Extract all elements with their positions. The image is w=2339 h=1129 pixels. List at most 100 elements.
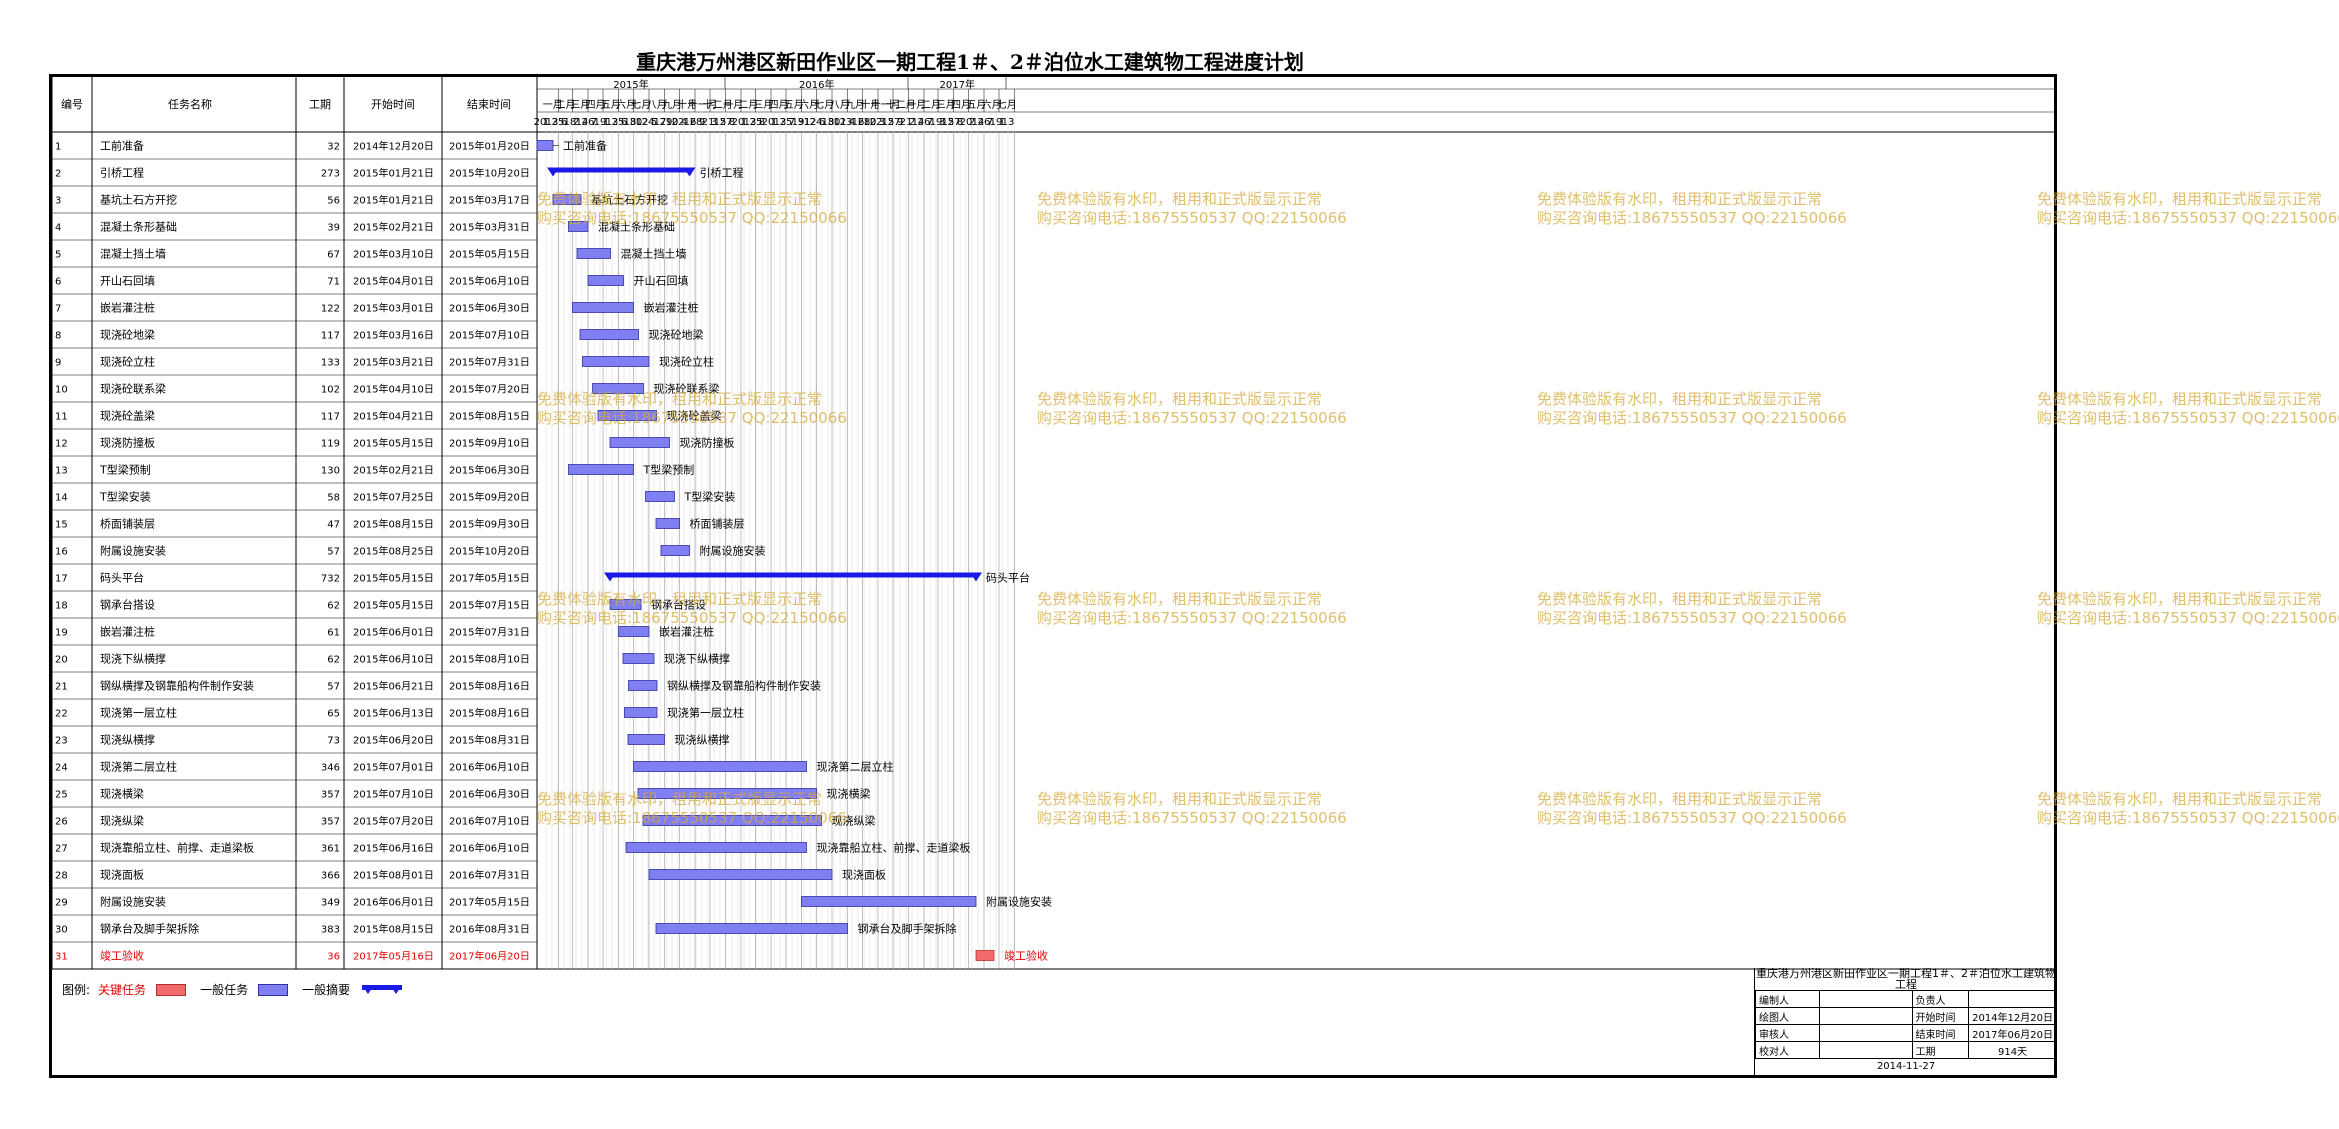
task-duration: 117	[321, 412, 340, 423]
day-label: 14	[912, 117, 925, 128]
bar-label: T型梁安装	[684, 490, 736, 504]
day-label: 19	[594, 117, 607, 128]
info-value-reviewer	[1818, 1024, 1913, 1042]
task-bar	[648, 869, 833, 880]
day-label: 19	[990, 117, 1003, 128]
task-name: 钢纵横撑及钢靠船构件制作安装	[100, 679, 254, 693]
task-end: 2015年08月10日	[449, 653, 530, 666]
day-label: 6	[819, 117, 825, 128]
month-label: 七月	[997, 99, 1017, 111]
task-end: 2017年05月15日	[449, 896, 530, 909]
month-label: 六月	[982, 99, 1002, 111]
day-label: 8	[729, 117, 735, 128]
task-bar	[609, 599, 642, 610]
task-bar	[579, 329, 639, 340]
task-start: 2015年08月15日	[353, 923, 434, 936]
month-label: 九月	[662, 99, 682, 111]
task-start: 2015年08月15日	[353, 518, 434, 531]
task-duration: 119	[321, 439, 340, 450]
summary-bar	[553, 167, 690, 173]
day-label: 1	[603, 117, 609, 128]
month-label: 五月	[966, 99, 986, 111]
month-label: 七月	[631, 99, 651, 111]
task-bar	[552, 194, 582, 205]
task-name: 钢承台及脚手架拆除	[100, 922, 199, 936]
day-label: 4	[849, 117, 855, 128]
task-bar	[637, 788, 817, 799]
task-duration: 117	[321, 331, 340, 342]
month-label: 四月	[951, 99, 971, 111]
bar-label: T型梁预制	[643, 463, 695, 477]
task-start: 2015年03月10日	[353, 248, 434, 261]
task-bar	[628, 680, 658, 691]
task-name: 工前准备	[100, 139, 144, 153]
task-duration: 361	[321, 844, 340, 855]
task-id: 13	[55, 466, 68, 477]
day-label: 18	[564, 117, 577, 128]
task-id: 1	[55, 142, 61, 153]
task-end: 2015年07月10日	[449, 329, 530, 342]
task-duration: 349	[321, 898, 340, 909]
day-label: 21	[900, 117, 913, 128]
task-start: 2015年05月15日	[353, 437, 434, 450]
day-label: 1	[741, 117, 747, 128]
day-label: 7	[987, 117, 993, 128]
task-id: 15	[55, 520, 68, 531]
day-label: 2	[909, 117, 915, 128]
legend: 图例: 关键任务 一般任务 一般摘要	[62, 981, 404, 998]
task-bar	[597, 410, 657, 421]
info-value-compiler	[1818, 990, 1913, 1008]
task-bar	[568, 221, 589, 232]
task-end: 2015年08月31日	[449, 734, 530, 747]
task-duration: 273	[321, 169, 340, 180]
task-name: 竣工验收	[100, 949, 144, 963]
task-duration: 71	[327, 277, 340, 288]
task-end: 2015年08月16日	[449, 680, 530, 693]
day-label: 15	[714, 117, 727, 128]
task-id: 7	[55, 304, 61, 315]
task-id: 11	[55, 412, 68, 423]
task-name: 现浇第二层立柱	[100, 760, 177, 774]
day-label: 23	[840, 117, 853, 128]
day-label: 29	[660, 117, 673, 128]
task-name: 引桥工程	[100, 166, 144, 180]
task-start: 2015年04月01日	[353, 275, 434, 288]
task-start: 2014年12月20日	[353, 140, 434, 153]
task-end: 2017年06月20日	[449, 950, 530, 963]
task-name: 混凝土挡土墙	[100, 247, 166, 261]
task-id: 3	[55, 196, 61, 207]
task-start: 2015年07月10日	[353, 788, 434, 801]
task-end: 2015年06月30日	[449, 464, 530, 477]
bar-label: 开山石回填	[634, 274, 689, 288]
task-name: 现浇纵横撑	[100, 733, 155, 747]
task-start: 2015年02月21日	[353, 221, 434, 234]
task-duration: 122	[321, 304, 340, 315]
task-bar	[609, 437, 670, 448]
bar-label: 附属设施安装	[700, 544, 766, 558]
task-start: 2015年08月25日	[353, 545, 434, 558]
day-label: 25	[750, 117, 763, 128]
task-duration: 57	[327, 547, 340, 558]
day-label: 27	[720, 117, 733, 128]
task-name: 现浇砼盖梁	[100, 409, 155, 423]
legend-critical-swatch	[156, 983, 187, 996]
bar-label: 现浇靠船立柱、前撑、走道梁板	[817, 841, 971, 855]
task-id: 10	[55, 385, 68, 396]
day-label: 24	[642, 117, 655, 128]
chart-title: 重庆港万州港区新田作业区一期工程1＃、2＃泊位水工建筑物工程进度计划	[636, 50, 1304, 74]
info-label-end: 结束时间	[1911, 1024, 1970, 1042]
day-label: 9	[699, 117, 705, 128]
task-duration: 58	[327, 493, 340, 504]
task-start: 2015年02月21日	[353, 464, 434, 477]
day-label: 13	[1002, 117, 1015, 128]
task-id: 18	[55, 601, 68, 612]
info-title: 重庆港万州港区新田作业区一期工程1＃、2＃泊位水工建筑物工程	[1756, 968, 2056, 990]
day-label: 6	[621, 117, 627, 128]
month-label: 二月	[738, 99, 758, 111]
task-bar	[568, 464, 634, 475]
bar-label: 钢纵横撑及钢靠船构件制作安装	[667, 679, 821, 693]
task-id: 16	[55, 547, 68, 558]
info-table: 编制人 负责人 绘图人 开始时间 2014年12月20日 审核人 结束时间 20…	[1755, 990, 2057, 1059]
task-end: 2016年08月31日	[449, 923, 530, 936]
task-start: 2015年05月15日	[353, 572, 434, 585]
